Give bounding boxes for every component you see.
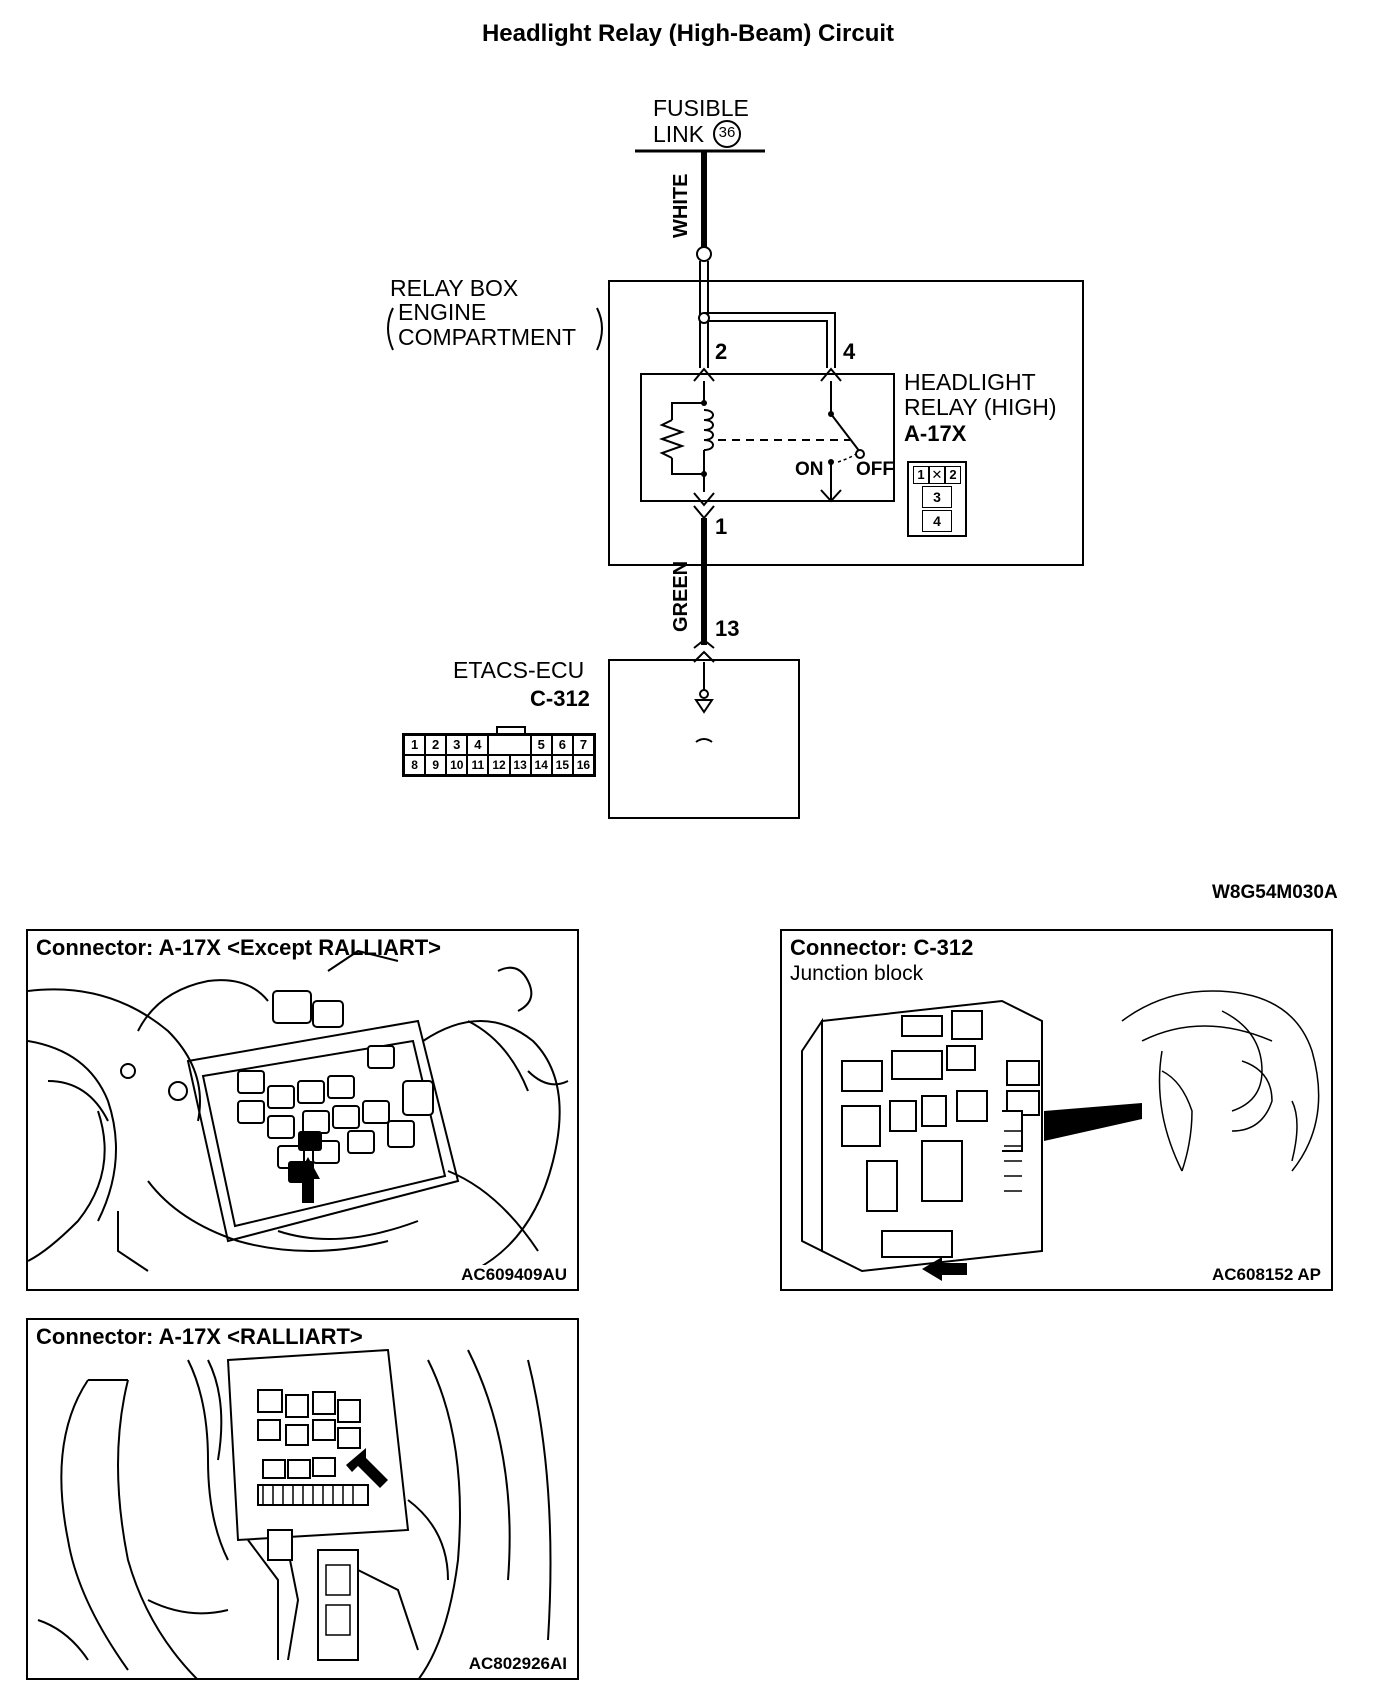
panel-c312-code: AC608152 AP	[1208, 1265, 1321, 1285]
ecu-pin: 3	[446, 735, 468, 755]
wire-green-label: GREEN	[670, 560, 692, 632]
ecu-code: C-312	[530, 686, 590, 711]
ecu-name: ETACS-ECU	[453, 657, 585, 683]
fusible-link-label-2: LINK	[653, 121, 705, 147]
ecu-connector: 1 2 3 4 5 6 7 8 9 10 11 12 13 14 15 16	[402, 733, 596, 777]
relay-connector: 1 ✕ 2 3 4	[913, 466, 961, 532]
ecu-pin: 4	[467, 735, 489, 755]
relay-connector-pin: 3	[922, 486, 952, 508]
relay-box-label-3: COMPARTMENT	[398, 324, 577, 350]
relay-label-1: HEADLIGHT	[904, 369, 1036, 395]
relay-connector-pin: 2	[945, 466, 961, 484]
engine-bay-illustration	[28, 949, 569, 1272]
ecu-pin: 14	[530, 755, 552, 775]
page-title: Headlight Relay (High-Beam) Circuit	[481, 20, 895, 47]
relay-connector-blank: ✕	[929, 466, 945, 484]
fusible-link-number: 36	[718, 124, 736, 141]
ecu-pin: 8	[404, 755, 426, 775]
panel-c312-title: Connector: C-312	[790, 935, 974, 960]
ecu-pin: 7	[572, 735, 594, 755]
ecu-pin: 16	[572, 755, 594, 775]
ecu-pin: 9	[425, 755, 447, 775]
ecu-pin: 1	[404, 735, 426, 755]
relay-connector-pin: 4	[922, 510, 952, 532]
ecu-pin: 10	[446, 755, 468, 775]
ecu-pin: 11	[467, 755, 489, 775]
connector-panel-c312: Connector: C-312 Junction block AC608152…	[780, 929, 1333, 1291]
relay-connector-pin: 1	[913, 466, 929, 484]
switch-on-label: ON	[795, 459, 824, 480]
ecu-pin: 2	[425, 735, 447, 755]
ecu-pin: 13	[509, 755, 531, 775]
relay-pin-2: 2	[715, 339, 728, 364]
panel-a17x-except-code: AC609409AU	[457, 1265, 567, 1285]
ralliart-engine-bay-illustration	[37, 1348, 552, 1678]
ecu-pin-13: 13	[715, 616, 740, 641]
ecu-pin: 6	[551, 735, 573, 755]
wire-white-label: WHITE	[670, 173, 692, 238]
relay-box-label-2: ENGINE	[398, 299, 487, 325]
panel-a17x-ralliart-title: Connector: A-17X <RALLIART>	[36, 1324, 363, 1349]
panel-a17x-except-title: Connector: A-17X <Except RALLIART>	[36, 935, 442, 960]
ecu-pin: 12	[488, 755, 510, 775]
switch-off-label: OFF	[856, 459, 894, 480]
relay-code: A-17X	[904, 421, 967, 446]
diagram-code: W8G54M030A	[1212, 882, 1338, 903]
panel-c312-subtitle: Junction block	[790, 962, 924, 985]
junction-block-illustration	[801, 990, 1320, 1281]
ecu-pin: 5	[530, 735, 552, 755]
ecu-pin-blank	[488, 735, 531, 755]
relay-pin-4: 4	[843, 339, 856, 364]
panel-a17x-ralliart-code: AC802926AI	[464, 1654, 567, 1674]
fusible-link-label-1: FUSIBLE	[653, 95, 749, 121]
relay-label-2: RELAY (HIGH)	[904, 394, 1057, 420]
connector-panel-a17x-except: Connector: A-17X <Except RALLIART> AC609…	[26, 929, 579, 1291]
relay-pin-1: 1	[715, 514, 728, 539]
circuit-diagram	[387, 120, 1084, 819]
relay-box-label-1: RELAY BOX	[390, 275, 519, 301]
connector-panel-a17x-ralliart: Connector: A-17X <RALLIART> AC802926AI	[26, 1318, 579, 1680]
ecu-pin: 15	[551, 755, 573, 775]
